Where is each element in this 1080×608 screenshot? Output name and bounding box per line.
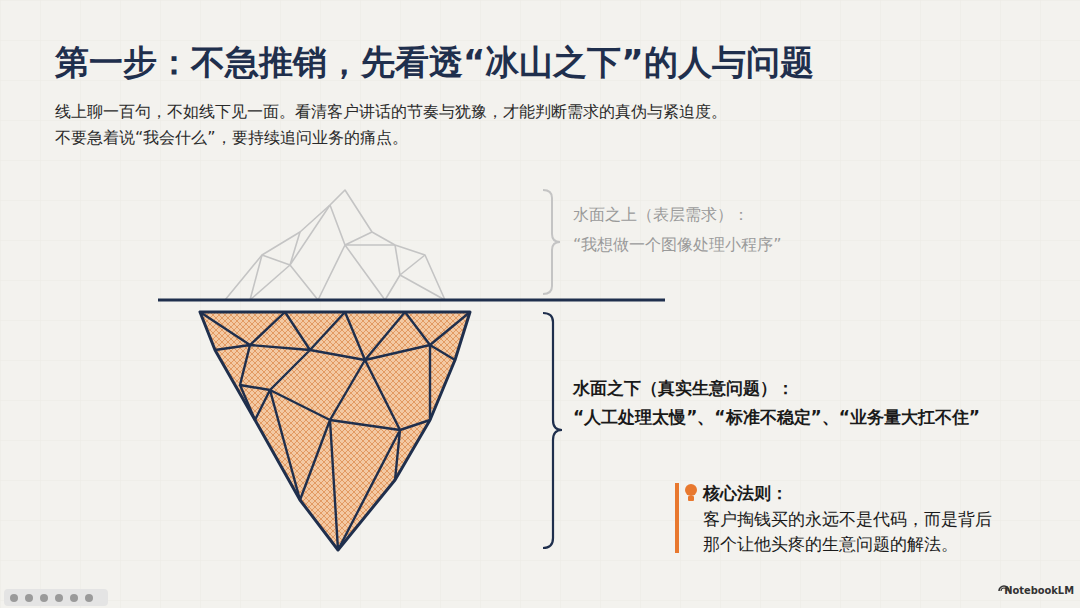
subtitle-line: 线上聊一百句，不如线下见一面。看清客户讲话的节奏与犹豫，才能判断需求的真伪与紧迫… bbox=[55, 100, 727, 123]
accent-bar bbox=[675, 483, 679, 553]
rule-body: 客户掏钱买的永远不是代码，而是背后那个让他头疼的生意问题的解法。 bbox=[703, 507, 1003, 556]
iceberg-body bbox=[200, 312, 470, 550]
water-line bbox=[158, 299, 665, 302]
slide-title: 第一步：不急推销，先看透“冰山之下”的人与问题 bbox=[55, 38, 814, 87]
watermark: NotebookLM bbox=[1004, 584, 1074, 598]
bulb-icon bbox=[685, 484, 697, 501]
toolbar bbox=[4, 589, 108, 606]
bracket-below bbox=[543, 313, 562, 548]
underwater-heading: 水面之下（真实生意问题）： bbox=[573, 376, 794, 401]
surface-heading: 水面之上（表层需求）： bbox=[573, 203, 749, 226]
rule-heading: 核心法则： bbox=[703, 481, 788, 506]
subtitle-line: 不要急着说“我会什么”，要持续追问业务的痛点。 bbox=[55, 126, 408, 149]
bracket-above bbox=[543, 190, 560, 294]
surface-quote: “我想做一个图像处理小程序” bbox=[573, 233, 782, 256]
iceberg-tip bbox=[225, 190, 445, 300]
underwater-quote: “人工处理太慢”、“标准不稳定”、“业务量大扛不住” bbox=[573, 405, 980, 430]
iceberg-facets bbox=[200, 312, 470, 550]
